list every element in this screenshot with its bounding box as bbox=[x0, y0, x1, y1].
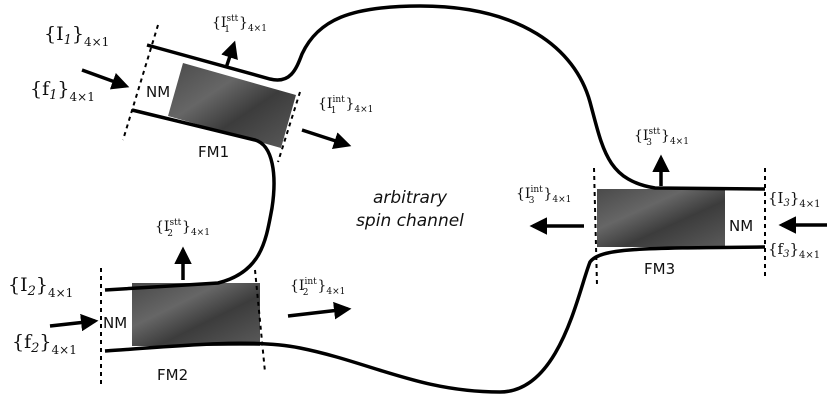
label-f2: {f2}4×1 bbox=[12, 331, 77, 357]
label-f1: {f1}4×1 bbox=[30, 78, 95, 104]
interface-fm3-inner bbox=[593, 167, 598, 286]
fm2-label: FM2 bbox=[157, 366, 188, 384]
interface-fm2-inner bbox=[254, 269, 266, 373]
label-i1: {I1}4×1 bbox=[44, 23, 109, 49]
nm-label-2: NM bbox=[103, 314, 127, 332]
ferromagnet-fm3 bbox=[597, 189, 725, 247]
fm1-label: FM1 bbox=[198, 143, 229, 161]
channel-label-line2: spin channel bbox=[356, 211, 464, 231]
arrow-stt-1 bbox=[221, 40, 238, 69]
fm3-label: FM3 bbox=[644, 260, 675, 278]
label-i3: {I3}4×1 bbox=[768, 189, 821, 210]
nm-label-3: NM bbox=[729, 217, 753, 235]
channel-label-line1: arbitrary bbox=[373, 188, 448, 208]
channel-outline-bottom bbox=[104, 245, 766, 394]
nm-label-1: NM bbox=[146, 83, 170, 101]
arrow-input-2 bbox=[49, 313, 99, 332]
channel-outline-top bbox=[146, 4, 766, 191]
arrow-int-1 bbox=[301, 128, 352, 149]
arrow-input-1 bbox=[81, 68, 130, 90]
channel-outline-middle bbox=[104, 108, 276, 292]
label-i2: {I2}4×1 bbox=[8, 274, 73, 300]
ferromagnet-fm2 bbox=[132, 283, 260, 346]
ferromagnet-fm1 bbox=[168, 63, 296, 148]
arrow-int-2 bbox=[287, 301, 352, 320]
label-f3: {f3}4×1 bbox=[768, 240, 820, 261]
interface-lines bbox=[100, 24, 766, 386]
